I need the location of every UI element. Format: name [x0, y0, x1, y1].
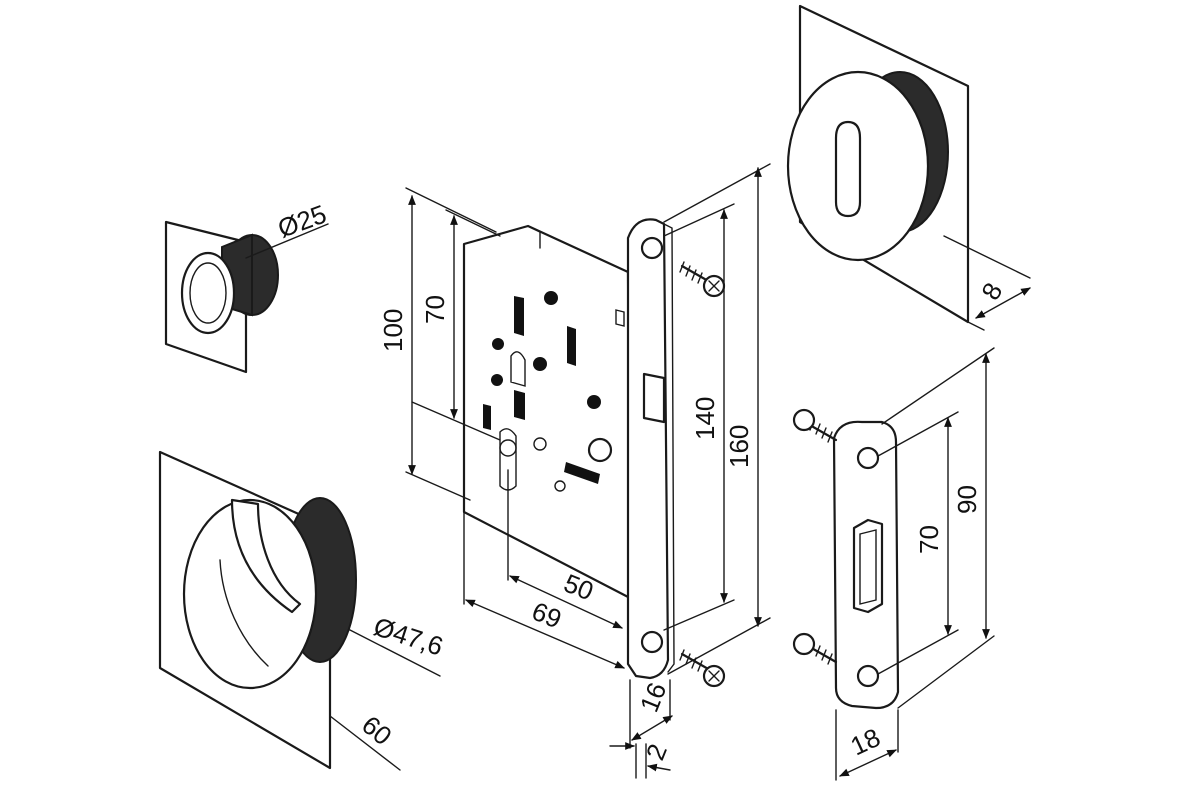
- dim-strike-length: 90: [952, 485, 982, 514]
- dim-rosette-diameter: Ø47,6: [370, 611, 447, 661]
- dim-lock-height: 100: [378, 309, 408, 352]
- faceplate-screw-top: [679, 261, 726, 298]
- small-knob: Ø25: [164, 199, 330, 374]
- strike-plate: 90 70 18: [792, 347, 995, 781]
- large-rosette: Ø47,6 60: [158, 450, 447, 771]
- dim-escutcheon-depth: 8: [975, 277, 1008, 305]
- keyhole-escutcheon: 8: [786, 4, 1031, 331]
- mortise-lock-body: [462, 224, 632, 600]
- lock-faceplate: [626, 218, 726, 688]
- dim-strike-hole-spacing: 70: [914, 525, 944, 554]
- strike-screw-top: [792, 408, 838, 443]
- dim-knob-diameter: Ø25: [274, 199, 330, 244]
- strike-screw-bottom: [792, 632, 838, 665]
- dim-strike-width: 18: [846, 722, 885, 761]
- dim-rosette-plate: 60: [356, 710, 397, 752]
- dim-lock-upper: 70: [420, 295, 450, 324]
- faceplate-screw-bottom: [679, 649, 726, 688]
- dim-faceplate-thickness: 2: [640, 740, 673, 765]
- lock-body-dimensions: 100 70 50 69 140 160 16 2: [378, 163, 771, 779]
- dim-hole-spacing: 140: [690, 397, 720, 440]
- dim-faceplate-length: 160: [724, 425, 754, 468]
- dim-faceplate-width: 16: [634, 678, 673, 716]
